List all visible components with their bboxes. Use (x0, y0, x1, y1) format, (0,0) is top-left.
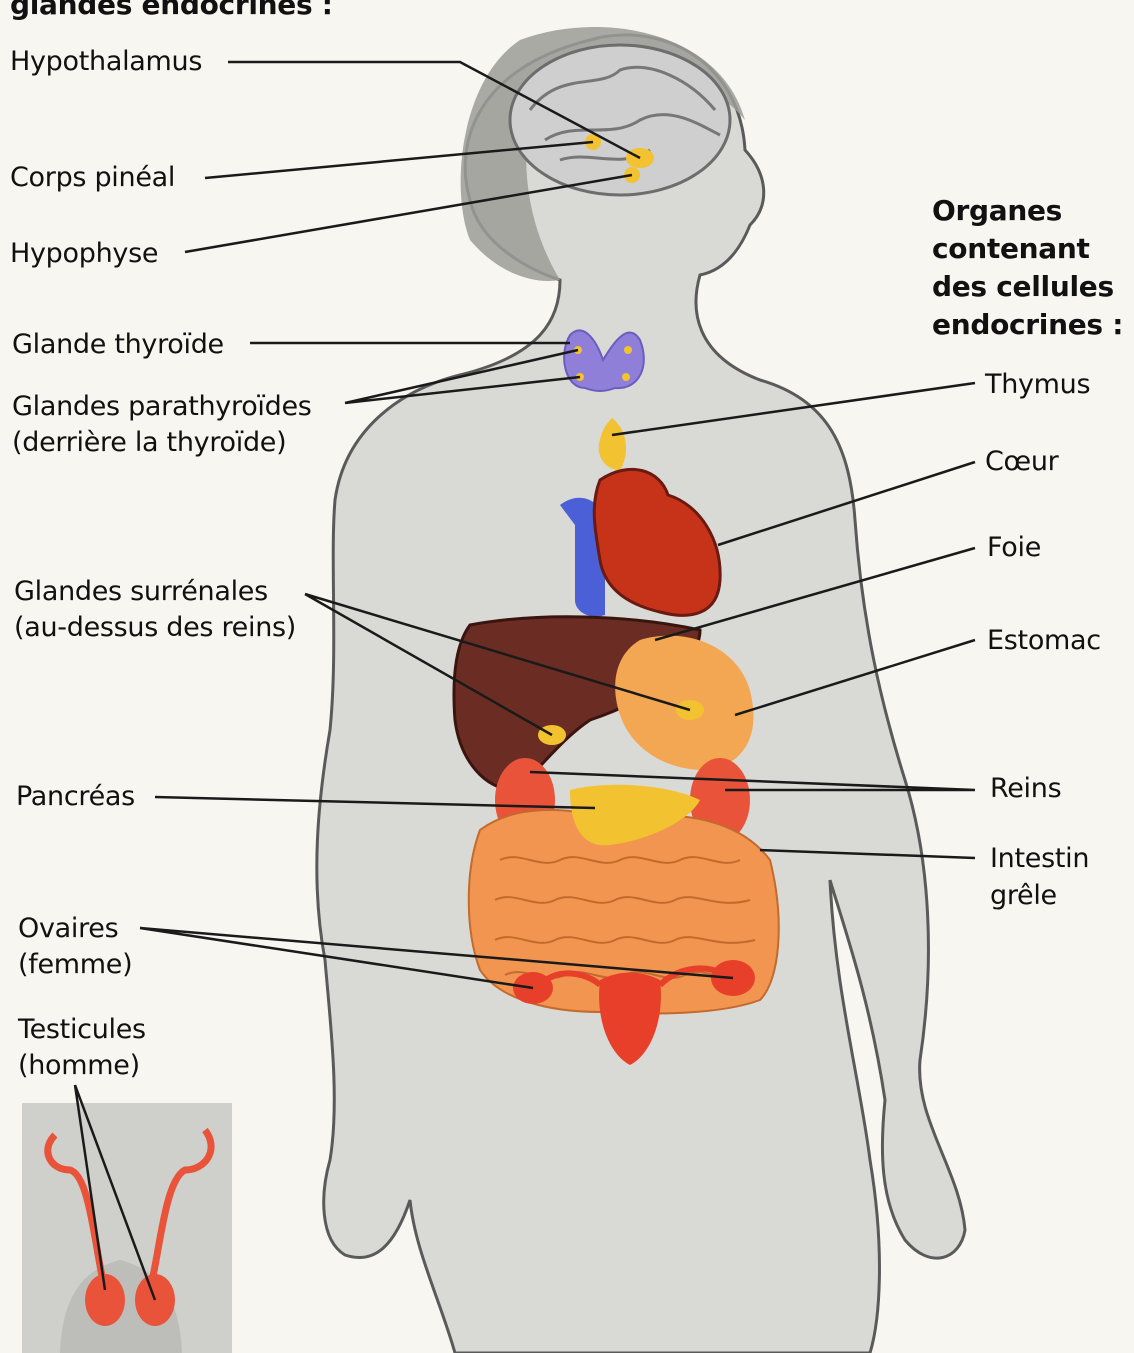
label-hypophysis: Hypophyse (10, 235, 158, 273)
label-stomach: Estomac (987, 622, 1101, 660)
label-ovaries-line1: Ovaires (18, 910, 118, 948)
label-pineal: Corps pinéal (10, 159, 175, 197)
label-ovaries-line2: (femme) (18, 946, 132, 984)
brain (510, 45, 730, 195)
label-testes-line1: Testicules (18, 1011, 146, 1049)
label-thymus: Thymus (985, 366, 1090, 404)
label-small-intestine-line1: Intestin (990, 840, 1089, 878)
label-liver: Foie (987, 529, 1041, 567)
label-parathyroid-line2: (derrière la thyroïde) (12, 424, 286, 462)
label-small-intestine-line2: grêle (990, 877, 1057, 915)
right-heading: Organes contenant des cellules endocrine… (932, 192, 1132, 344)
parathyroid-dot (622, 373, 630, 381)
label-pancreas: Pancréas (16, 778, 135, 816)
label-heart: Cœur (985, 443, 1059, 481)
left-heading: glandes endocrines : (10, 0, 333, 24)
parathyroid-dot (624, 346, 632, 354)
label-thyroid: Glande thyroïde (12, 326, 224, 364)
label-kidneys: Reins (990, 770, 1061, 808)
label-testes-line2: (homme) (18, 1047, 140, 1085)
label-hypothalamus: Hypothalamus (10, 43, 202, 81)
label-adrenal-line1: Glandes surrénales (14, 573, 268, 611)
label-parathyroid-line1: Glandes parathyroïdes (12, 388, 312, 426)
label-adrenal-line2: (au-dessus des reins) (14, 609, 296, 647)
